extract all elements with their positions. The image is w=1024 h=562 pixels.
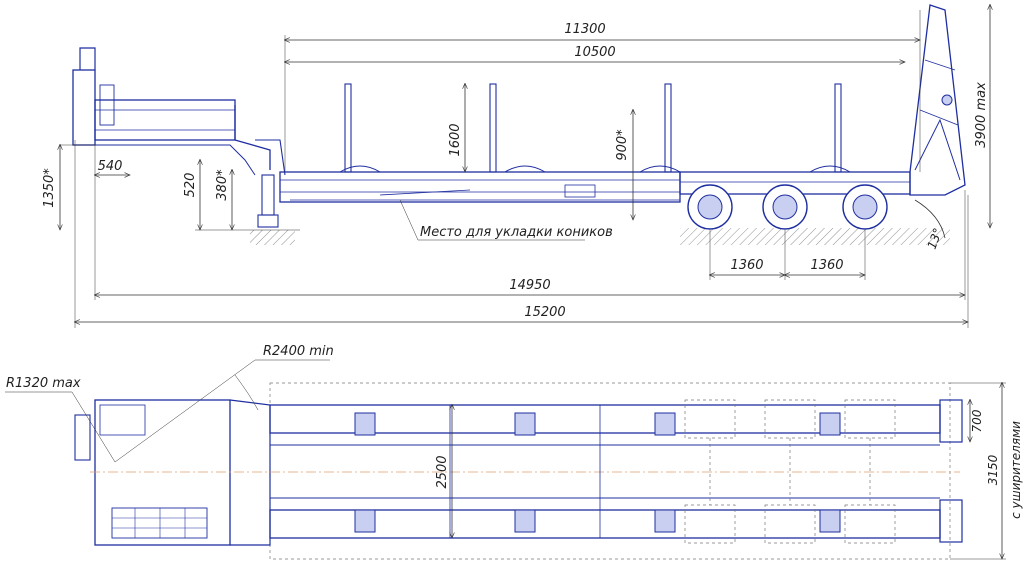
dim-2500: 2500	[435, 455, 450, 488]
dim-r2400: R2400 min	[263, 344, 334, 359]
dim-700: 700	[970, 409, 984, 432]
dim-1360-a: 1360	[730, 258, 763, 273]
side-view: 11300 10500 1600 900* 3900 max 540 1350*…	[42, 4, 990, 328]
stakes	[339, 83, 851, 173]
stake-pockets-top	[354, 412, 841, 533]
dim-15200: 15200	[524, 305, 565, 320]
rear-ramps-top	[939, 399, 963, 543]
gooseneck-top	[74, 399, 271, 546]
dim-3900: 3900 max	[974, 82, 989, 148]
ground-rear	[680, 228, 950, 245]
top-view: R1320 max R2400 min 2500 700 3150 с ушир…	[5, 344, 1023, 559]
dim-900: 900*	[615, 129, 630, 161]
dim-380: 380*	[215, 169, 230, 201]
dim-r1320: R1320 max	[6, 376, 81, 391]
dim-1350: 1350*	[42, 168, 57, 208]
top-dimensions: R1320 max R2400 min 2500 700 3150 с ушир…	[5, 344, 1023, 559]
ground-front	[250, 230, 295, 245]
dim-14950: 14950	[509, 278, 550, 293]
dim-angle: 13°	[925, 226, 945, 251]
dim-3150-note: с уширителями	[1009, 421, 1023, 519]
dim-540: 540	[98, 159, 123, 174]
rear-ramp	[909, 4, 966, 196]
dim-1360-b: 1360	[810, 258, 843, 273]
gooseneck	[72, 47, 286, 228]
wheels	[687, 184, 888, 230]
dim-1600: 1600	[448, 123, 463, 156]
callout-stake-storage: Место для укладки коников	[420, 225, 613, 240]
side-dimensions: 11300 10500 1600 900* 3900 max 540 1350*…	[42, 5, 990, 328]
main-deck	[279, 171, 911, 203]
dim-10500: 10500	[574, 45, 615, 60]
wheels-top	[684, 399, 896, 544]
dim-3150: 3150	[986, 454, 1000, 485]
dim-11300: 11300	[564, 22, 605, 37]
dim-520: 520	[183, 173, 198, 198]
